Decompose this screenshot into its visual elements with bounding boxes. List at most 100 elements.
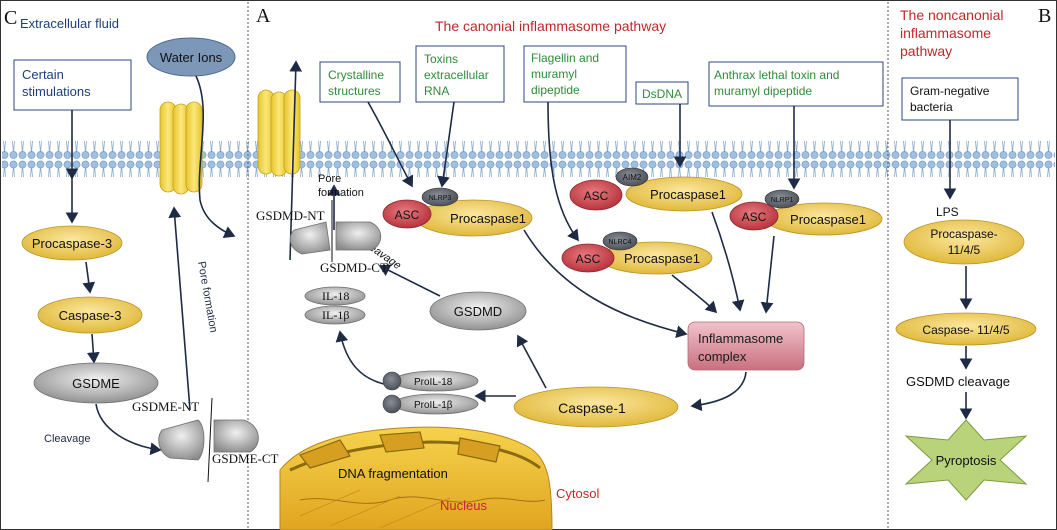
il1b-node — [304, 305, 366, 325]
aim2-node — [615, 167, 649, 187]
nlrc4-label: NLRC4 — [609, 239, 632, 246]
stimulations-line1: Certain — [22, 67, 64, 82]
arrow-caspase1-to-gsdmd — [516, 334, 547, 389]
pore-formation-a-line1: Pore — [318, 173, 341, 185]
gsdme-cut-line — [207, 397, 213, 483]
arrow-flagellin — [547, 101, 579, 242]
lps-label: LPS — [936, 205, 959, 219]
water-ions-ellipse — [146, 37, 236, 77]
cleavage-label-c: Cleavage — [44, 433, 90, 445]
panel-b-title-line3: pathway — [900, 43, 952, 59]
procaspase1-label-nlrp1: Procaspase1 — [790, 212, 866, 227]
arrow-complex-to-caspase1 — [690, 371, 747, 412]
asc-label-nlrp3: ASC — [395, 208, 420, 222]
gsdmd-nt-label: GSDMD-NT — [256, 208, 325, 223]
procaspase3-node — [21, 225, 123, 261]
inflammasome-complex — [687, 321, 805, 371]
asc-label-nlrc4: ASC — [576, 252, 601, 266]
procasp-line1: Procaspase- — [930, 227, 997, 241]
arrow-nlrc4-to-complex — [671, 274, 718, 314]
gsdmd-pore — [257, 89, 301, 177]
gsdmd-cleavage-label: GSDMD cleavage — [906, 374, 1010, 389]
caspase1-label: Caspase-1 — [558, 400, 626, 416]
procaspase1-node-aim2 — [625, 176, 743, 212]
arrow-aim2-to-complex — [711, 211, 745, 312]
arrow-gsdmd-cleavage — [378, 264, 441, 297]
pore-formation-label-c: Pore formation — [195, 260, 219, 333]
pore-formation-a-line2: formation — [318, 187, 364, 199]
gram-negative-line2: bacteria — [910, 100, 953, 114]
nlrc4-node — [602, 231, 638, 251]
toxins-line2: extracellular — [424, 68, 489, 82]
caspase3-label: Caspase-3 — [59, 308, 122, 323]
arrow-water-ions-influx — [195, 75, 236, 239]
panel-a-letter: A — [256, 5, 271, 27]
flagellin-line1: Flagellin and — [531, 51, 599, 65]
procaspase1-label-nlrp3: Procaspase1 — [450, 211, 526, 226]
anthrax-box — [708, 61, 884, 107]
cytosol-label: Cytosol — [556, 486, 599, 501]
caspase-11-4-5-label: Caspase- 11/4/5 — [922, 323, 1009, 337]
arrow-proil-to-il — [335, 330, 385, 385]
gsdme-ct-fragment — [213, 419, 259, 453]
nlrp3-node — [421, 187, 459, 207]
il18-node — [304, 286, 366, 306]
arrow-gsdme-cleavage — [95, 403, 162, 456]
crystalline-line2: structures — [328, 84, 381, 98]
panel-a-title: The canonial inflammasome pathway — [435, 18, 666, 34]
pyroptosis-label: Pyroptosis — [936, 453, 997, 468]
gsdmd-ct-label: GSDMD-CT — [320, 260, 388, 275]
panel-b-title-line1: The noncanonial — [900, 7, 1004, 23]
crystalline-box — [319, 61, 401, 103]
asc-label-nlrp1: ASC — [742, 210, 767, 224]
nlrp3-label: NLRP3 — [429, 195, 452, 202]
arrow-toxins — [437, 101, 455, 188]
arrow-pore-formation-c — [168, 206, 191, 411]
inflammasome-line1: Inflammasome — [698, 331, 783, 346]
gsdmd-nt-fragment — [289, 221, 331, 255]
dsdna-label: DsDNA — [642, 87, 682, 101]
gsdme-label: GSDME — [72, 376, 120, 391]
asc-label-aim2: ASC — [584, 189, 609, 203]
flagellin-line3: dipeptide — [531, 83, 580, 97]
nucleus-label: Nucleus — [440, 498, 487, 513]
arrow-crystalline — [367, 101, 414, 188]
gsdme-nt-fragment — [158, 419, 205, 461]
dsdna-box — [635, 81, 689, 105]
gsdme-node — [33, 362, 159, 404]
arrow-to-caspase3 — [82, 261, 96, 294]
procaspase3-label: Procaspase-3 — [32, 236, 112, 251]
toxins-line3: RNA — [424, 84, 449, 98]
aim2-label: AIM2 — [623, 173, 642, 182]
inflammasome-line2: complex — [698, 349, 747, 364]
caspase-11-4-5-node — [895, 312, 1037, 346]
il1b-label: IL-1β — [322, 308, 349, 322]
il18-label: IL-18 — [322, 289, 349, 303]
stimulations-line2: stimulations — [22, 84, 91, 99]
gram-negative-box — [901, 77, 1019, 121]
asc-node-nlrp1 — [729, 201, 779, 231]
gsdmd-label: GSDMD — [454, 304, 502, 319]
proil1b-label: ProIL-1β — [414, 400, 453, 411]
pyroptosis-star — [904, 419, 1028, 501]
panel-b-letter: B — [1038, 5, 1051, 27]
gsdme-nt-label: GSDME-NT — [132, 399, 199, 414]
proil1b-bead — [382, 394, 402, 414]
procaspase1-label-aim2: Procaspase1 — [650, 187, 726, 202]
anthrax-line1: Anthrax lethal toxin and — [714, 68, 839, 82]
procaspase-11-4-5-node — [903, 219, 1025, 265]
arrow-to-gsdme — [86, 333, 100, 364]
flagellin-box — [523, 45, 627, 103]
water-ions-label: Water Ions — [160, 50, 223, 65]
anthrax-line2: muramyl dipeptide — [714, 84, 812, 98]
arrow-nlrp1-to-complex — [760, 235, 775, 314]
gsdme-pore — [159, 101, 203, 195]
panel-b-title-line2: inflammasome — [900, 25, 991, 41]
proil18-bead — [382, 371, 402, 391]
nlrp1-node — [764, 189, 800, 209]
gsdmd-node — [429, 291, 527, 331]
nlrp1-label: NLRP1 — [771, 197, 794, 204]
toxins-line1: Toxins — [424, 52, 458, 66]
gsdmd-ct-fragment — [335, 221, 382, 251]
